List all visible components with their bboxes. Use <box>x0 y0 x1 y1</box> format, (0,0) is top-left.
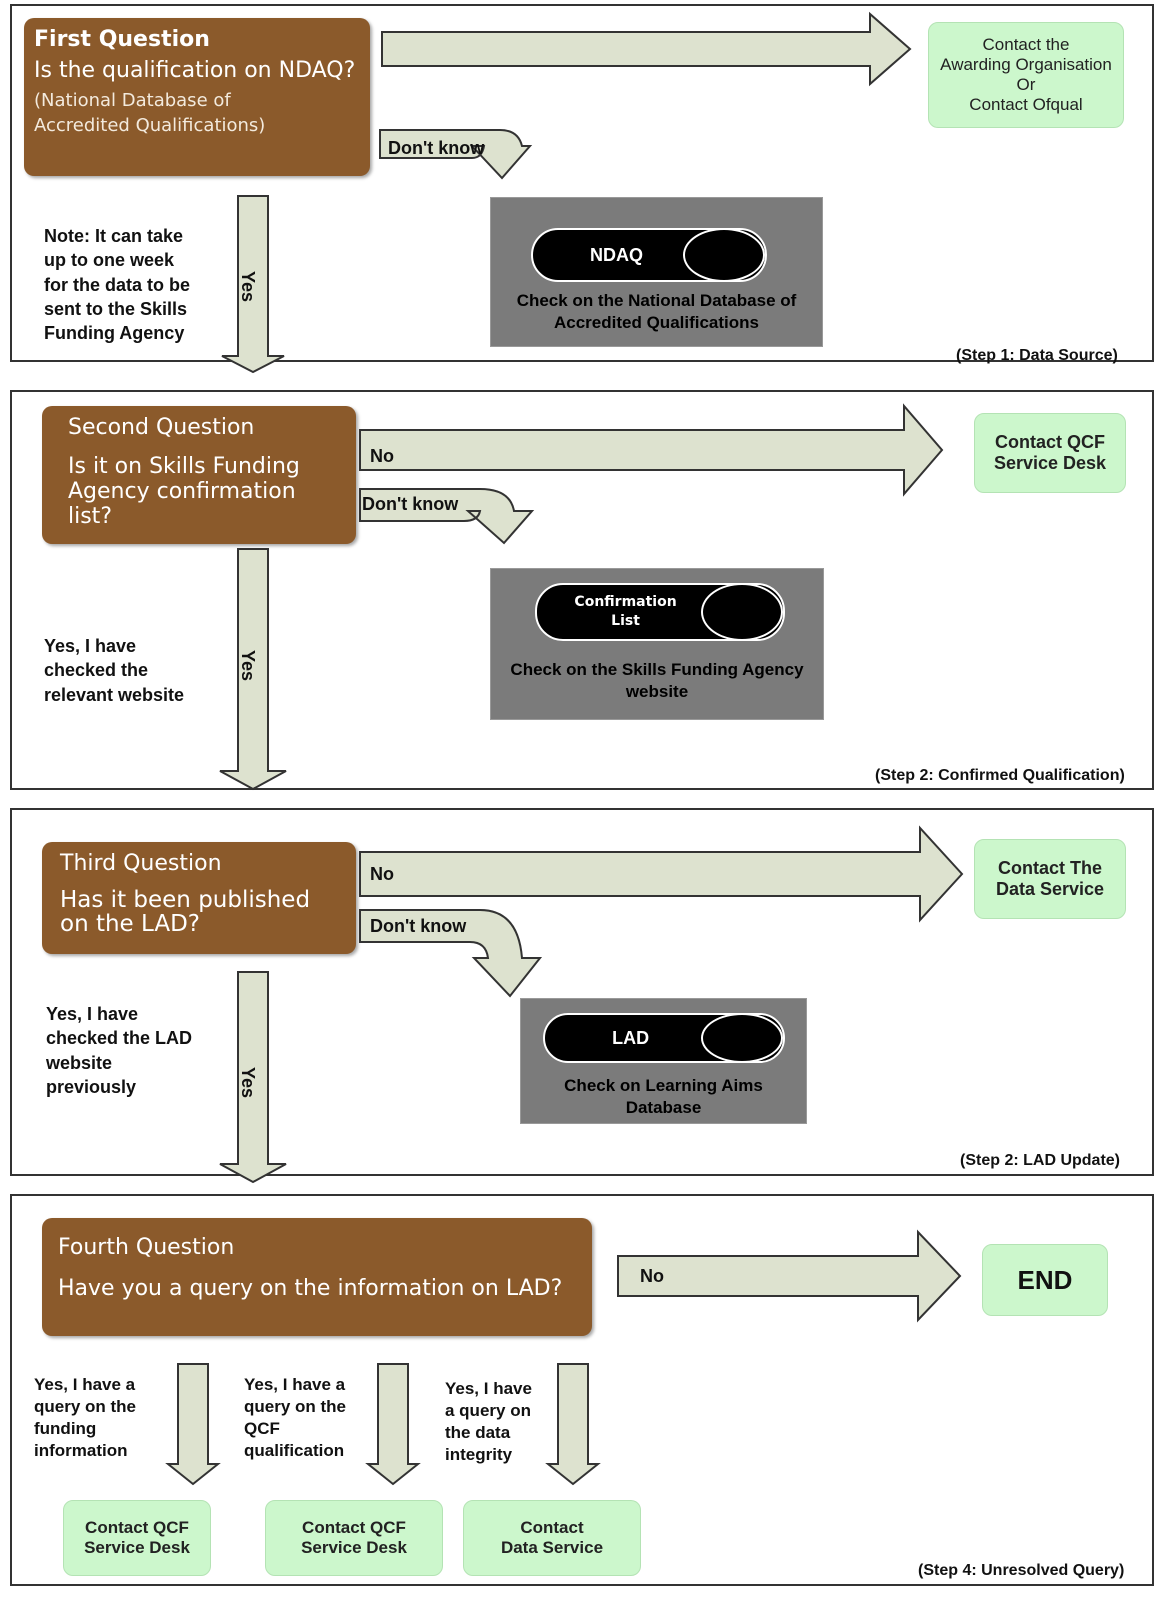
pill-label: NDAQ <box>590 244 644 265</box>
step4-panel <box>10 1194 1154 1586</box>
right-arrow <box>381 11 912 87</box>
second-question-box: Second Question Is it on Skills Funding … <box>42 406 356 544</box>
query-qcf-text: Yes, I have a query on the QCF qualifica… <box>244 1375 347 1461</box>
question-heading: Third Question <box>60 851 222 876</box>
down-arrow <box>219 971 287 1184</box>
pill-label: Confirmation List <box>574 594 677 629</box>
question-text: Has it been published on the LAD? <box>60 886 311 937</box>
pill-label: LAD <box>612 1027 650 1048</box>
query-data-integrity-text: Yes, I have a query on the data integrit… <box>445 1379 532 1465</box>
ndaq-database-box: NDAQ Check on the National Database of A… <box>490 197 823 347</box>
down-arrow <box>221 195 285 374</box>
database-caption: Check on Learning Aims Database <box>564 1076 763 1118</box>
yes-label: Yes <box>238 649 259 682</box>
question-subtext: (National Database of Accredited Qualifi… <box>34 89 266 137</box>
note-text: Note: It can take up to one week for the… <box>44 226 191 344</box>
step1-panel <box>10 4 1154 362</box>
curved-arrow <box>359 488 535 545</box>
question-heading: Second Question <box>68 415 255 440</box>
down-arrow <box>219 548 287 791</box>
pill-circle <box>701 583 783 641</box>
yes-checked-note: Yes, I have checked the relevant website <box>44 636 185 705</box>
question-text: Is the qualification on NDAQ? <box>34 57 356 83</box>
contact-awarding-organisation: Contact the Awarding Organisation Or Con… <box>928 22 1124 128</box>
question-heading: First Question <box>34 27 210 52</box>
step3-panel <box>10 808 1154 1176</box>
yes-label: Yes <box>238 1066 259 1099</box>
curved-arrow <box>359 909 543 998</box>
lad-database-box: LAD Check on Learning Aims Database <box>520 998 807 1124</box>
no-label: No <box>370 446 394 466</box>
down-arrow <box>365 1363 421 1486</box>
database-caption: Check on the Skills Funding Agency websi… <box>510 660 804 702</box>
lad-pill: LAD <box>543 1013 785 1063</box>
confirmation-list-box: Confirmation List Check on the Skills Fu… <box>490 568 824 720</box>
yes-label: Yes <box>238 270 259 303</box>
no-label: No <box>640 1266 664 1286</box>
dont-know-label: Don't know <box>362 494 459 514</box>
down-arrow <box>545 1363 601 1486</box>
step-label: (Step 2: Confirmed Qualification) <box>875 767 1125 784</box>
right-arrow <box>617 1229 962 1323</box>
question-heading: Fourth Question <box>58 1235 235 1260</box>
contact-the-data-service: Contact The Data Service <box>974 839 1126 919</box>
contact-qcf-service-desk: Contact QCF Service Desk <box>63 1500 211 1576</box>
fourth-question-box: Fourth Question Have you a query on the … <box>42 1218 592 1336</box>
yes-checked-lad-note: Yes, I have checked the LAD website prev… <box>46 1004 193 1097</box>
step-label: (Step 4: Unresolved Query) <box>918 1562 1125 1579</box>
pill-circle <box>701 1013 783 1063</box>
pill-circle <box>683 228 765 282</box>
right-arrow <box>359 403 944 497</box>
no-label: No <box>370 864 394 884</box>
database-caption: Check on the National Database of Accred… <box>516 291 797 333</box>
confirmation-list-pill: Confirmation List <box>535 583 785 641</box>
query-funding-text: Yes, I have a query on the funding infor… <box>34 1375 137 1461</box>
right-arrow <box>359 825 964 923</box>
dont-know-label: Don't know <box>388 138 485 158</box>
step-label: (Step 2: LAD Update) <box>960 1152 1120 1169</box>
question-text: Have you a query on the information on L… <box>58 1275 563 1301</box>
question-text: Is it on Skills Funding Agency confirmat… <box>68 453 300 530</box>
dont-know-label: Don't know <box>370 916 467 936</box>
third-question-box: Third Question Has it been published on … <box>42 842 356 954</box>
down-arrow <box>165 1363 221 1486</box>
contact-data-service: Contact Data Service <box>463 1500 641 1576</box>
end-box: END <box>982 1244 1108 1316</box>
step-label: (Step 1: Data Source) <box>956 347 1118 364</box>
first-question-box: First Question Is the qualification on N… <box>24 18 370 176</box>
step2-panel <box>10 390 1154 790</box>
ndaq-pill: NDAQ <box>531 228 767 282</box>
contact-qcf-service-desk-2: Contact QCF Service Desk <box>265 1500 443 1576</box>
contact-qcf-service-desk: Contact QCF Service Desk <box>974 413 1126 493</box>
curved-arrow <box>379 129 533 180</box>
